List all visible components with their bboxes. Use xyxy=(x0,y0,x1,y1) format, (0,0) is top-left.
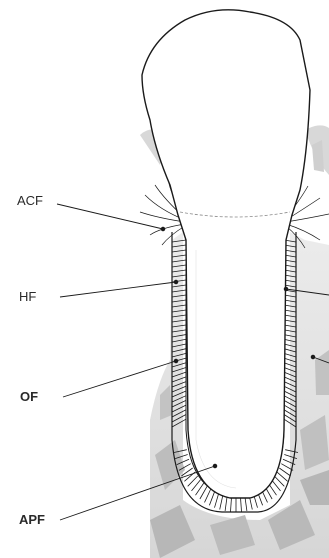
hf-point xyxy=(174,280,178,284)
right-point-1 xyxy=(284,287,288,291)
ligament-fiber xyxy=(200,486,207,499)
acf-leader-line xyxy=(57,204,163,229)
label-apf: APF xyxy=(19,512,45,527)
ligament-fiber xyxy=(205,489,212,503)
label-hf: HF xyxy=(19,289,36,304)
hf-leader-line xyxy=(60,282,176,297)
right-point-2 xyxy=(311,355,315,359)
apf-point xyxy=(213,464,217,468)
of-point xyxy=(174,359,178,363)
acf-point xyxy=(161,227,165,231)
ligament-fiber xyxy=(209,491,215,506)
label-of: OF xyxy=(20,389,38,404)
ligament-fiber xyxy=(279,468,290,476)
label-acf: ACF xyxy=(17,193,43,208)
ligament-fiber xyxy=(215,493,219,508)
